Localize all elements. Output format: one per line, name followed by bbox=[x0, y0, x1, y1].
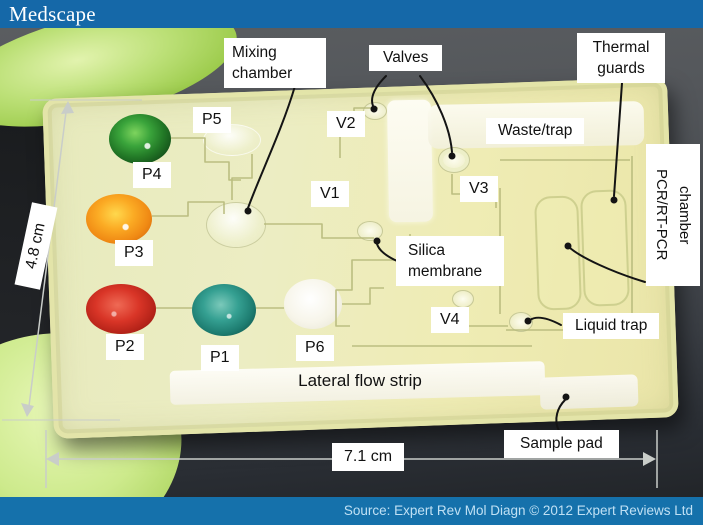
label-port-p6: P6 bbox=[296, 335, 334, 361]
pointer-silica-membrane bbox=[376, 243, 398, 262]
label-silica-membrane: Silica membrane bbox=[396, 236, 504, 286]
pointer-mixing-chamber bbox=[247, 85, 296, 209]
port-p6-white bbox=[284, 279, 342, 329]
label-valves: Valves bbox=[369, 45, 443, 71]
port-p2-red-dye bbox=[86, 284, 156, 334]
pointer-arrows bbox=[244, 75, 646, 432]
label-lateral-flow-strip: Lateral flow strip bbox=[298, 371, 422, 390]
mixing-chamber-well bbox=[206, 202, 266, 248]
port-p1-teal-dye bbox=[192, 284, 256, 336]
label-port-p5: P5 bbox=[193, 107, 231, 133]
label-port-p2: P2 bbox=[106, 334, 144, 360]
label-port-p3: P3 bbox=[115, 240, 153, 266]
header-bar: Medscape bbox=[0, 0, 703, 28]
label-mixing-chamber: Mixing chamber bbox=[224, 38, 326, 88]
valve-v1 bbox=[357, 221, 383, 241]
label-valve-v3: V3 bbox=[460, 176, 498, 202]
footer-bar: Source: Expert Rev Mol Diagn © 2012 Expe… bbox=[0, 497, 703, 525]
pointer-sample-pad bbox=[555, 399, 566, 432]
label-liquid-trap: Liquid trap bbox=[563, 313, 660, 339]
label-thermal-guards: Thermal guards bbox=[577, 33, 665, 83]
label-valve-v4: V4 bbox=[431, 307, 469, 333]
label-valve-v2: V2 bbox=[327, 111, 365, 137]
label-pcr-chamber: PCR/RT-PCR chamber bbox=[646, 144, 700, 286]
pointer-valve-v3 bbox=[419, 75, 453, 153]
label-sample-pad: Sample pad bbox=[504, 430, 619, 458]
label-port-p1: P1 bbox=[201, 345, 239, 371]
port-p4-green-dye bbox=[109, 114, 171, 164]
pointer-thermal-guards bbox=[613, 82, 623, 197]
medscape-logo[interactable]: Medscape bbox=[9, 2, 96, 26]
liquid-trap-valve bbox=[509, 312, 533, 332]
label-port-p4: P4 bbox=[133, 162, 171, 188]
label-valve-v1: V1 bbox=[311, 181, 349, 207]
pointer-valve-v2 bbox=[371, 75, 387, 107]
pointer-pcr-chamber bbox=[569, 247, 646, 283]
dimension-width-label: 7.1 cm bbox=[332, 443, 405, 471]
port-p3-orange-dye bbox=[86, 194, 152, 244]
label-waste-trap: Waste/trap bbox=[486, 118, 585, 144]
source-text: Source: Expert Rev Mol Diagn © 2012 Expe… bbox=[343, 503, 693, 518]
pointer-liquid-trap bbox=[529, 316, 562, 326]
valve-v3 bbox=[438, 147, 470, 173]
